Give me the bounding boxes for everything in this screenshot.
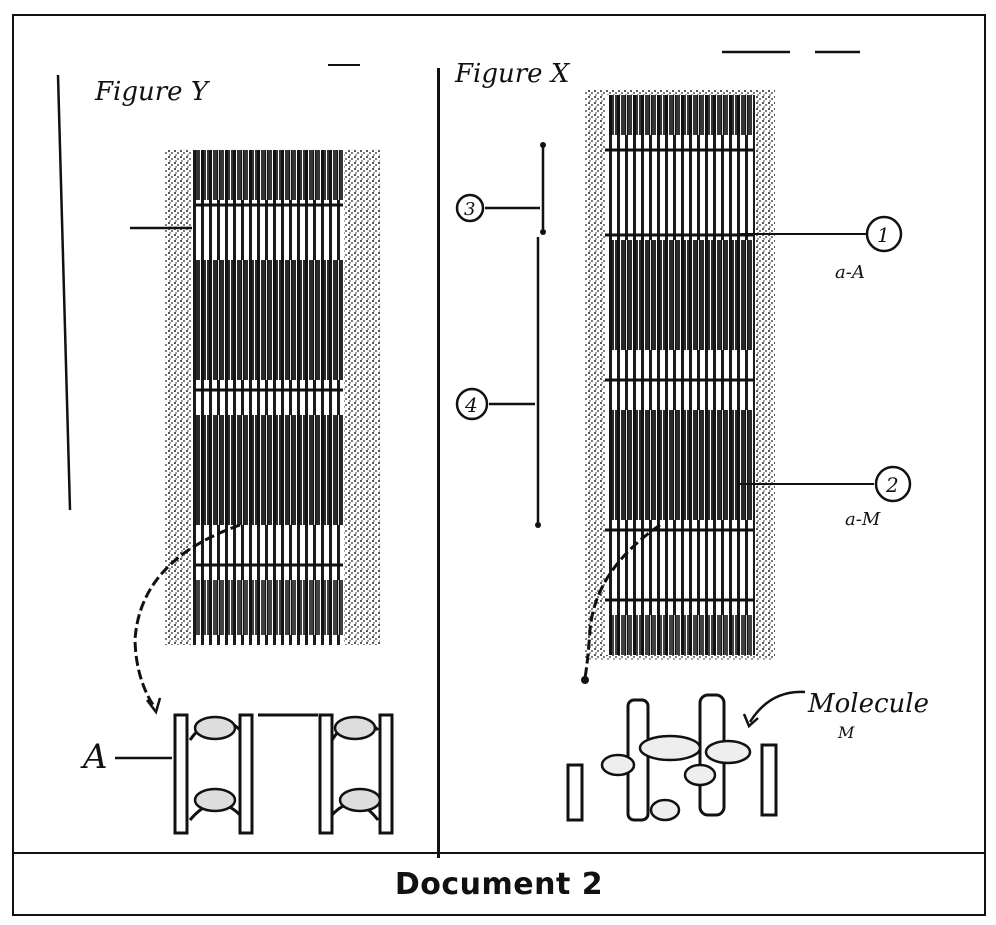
figure-x-molecule-label: Molecule: [807, 689, 929, 719]
document-caption: Document 2: [394, 866, 604, 902]
figure-x-title: Figure X: [454, 59, 571, 89]
figure-x-label-2-sub: a-M: [845, 509, 881, 530]
figure-x-detail: [566, 693, 778, 822]
margin-line: [56, 74, 72, 511]
figure-x-label-1-sub: a-A: [835, 262, 865, 283]
figure-y-title: Figure Y: [94, 77, 211, 107]
figure-x-label-1: 1: [877, 223, 890, 247]
figure-x-label-4: 4: [464, 393, 478, 417]
figure-y-label-a: A: [80, 737, 108, 777]
figure-x-label-3: 3: [464, 199, 475, 220]
panel-divider: [437, 68, 440, 858]
figure-y-myofibril: [165, 150, 380, 645]
figure-x-myofibril: [585, 90, 775, 660]
figure-x-molecule-sub: M: [837, 723, 855, 742]
caption-band: Document 2: [14, 852, 984, 914]
figure-x-label-2: 2: [885, 473, 899, 497]
figure-y-detail: [173, 713, 394, 835]
